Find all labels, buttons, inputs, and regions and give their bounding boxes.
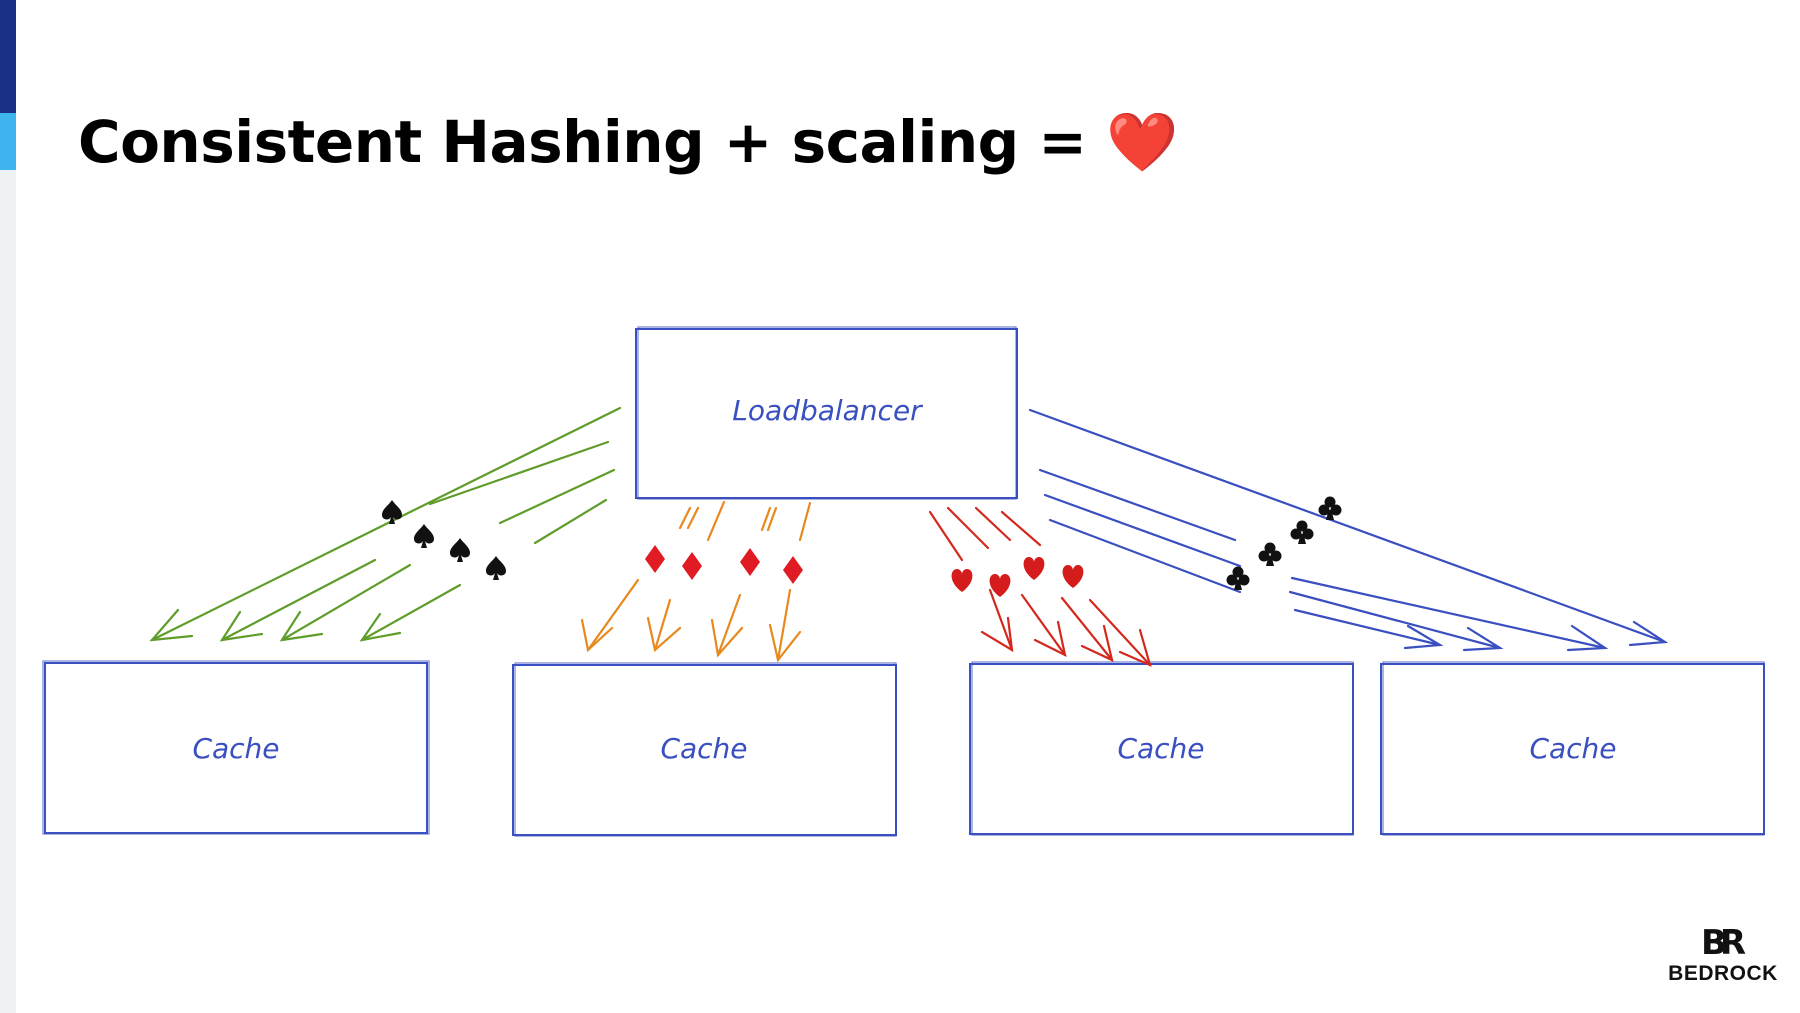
cache-box-2 xyxy=(512,662,897,837)
heart-icon xyxy=(1023,557,1045,580)
diamond-icon xyxy=(645,545,665,573)
diamond-icon xyxy=(783,556,803,584)
heart-arrows xyxy=(928,506,1152,667)
diamond-arrows xyxy=(580,500,812,663)
spade-arrows xyxy=(149,406,622,642)
side-accent-strip xyxy=(0,0,16,1013)
heart-icon xyxy=(989,574,1011,597)
spade-symbols xyxy=(382,500,506,580)
spade-icon xyxy=(486,556,506,580)
side-accent-dark xyxy=(0,0,16,113)
spade-icon xyxy=(450,538,470,562)
cache-box-3 xyxy=(969,661,1354,836)
bedrock-logo: BR BEDROCK xyxy=(1668,925,1778,987)
diamond-icon xyxy=(682,552,702,580)
spade-icon xyxy=(382,500,402,524)
slide-title: Consistent Hashing + scaling = ❤️ xyxy=(78,108,1178,176)
cache-box-4 xyxy=(1380,661,1765,836)
club-icon xyxy=(1290,520,1314,544)
cache-label-1: Cache xyxy=(192,732,279,765)
cache-label-2: Cache xyxy=(660,732,747,765)
club-symbols xyxy=(1226,496,1342,590)
cache-box-1 xyxy=(42,660,430,835)
cache-label-4: Cache xyxy=(1529,732,1616,765)
loadbalancer-label: Loadbalancer xyxy=(732,394,923,427)
diamond-symbols xyxy=(645,545,803,584)
club-icon xyxy=(1258,542,1282,566)
bedrock-logo-mark: BR xyxy=(1700,923,1746,963)
bedrock-logo-text: BEDROCK xyxy=(1668,962,1778,985)
club-arrows xyxy=(1028,408,1669,652)
heart-icon xyxy=(951,569,973,592)
diamond-icon xyxy=(740,548,760,576)
side-accent-light xyxy=(0,113,16,170)
heart-symbols xyxy=(951,557,1084,597)
spade-icon xyxy=(414,524,434,548)
club-icon xyxy=(1226,566,1250,590)
heart-icon xyxy=(1062,565,1084,588)
loadbalancer-box xyxy=(635,326,1018,500)
cache-label-3: Cache xyxy=(1117,732,1204,765)
